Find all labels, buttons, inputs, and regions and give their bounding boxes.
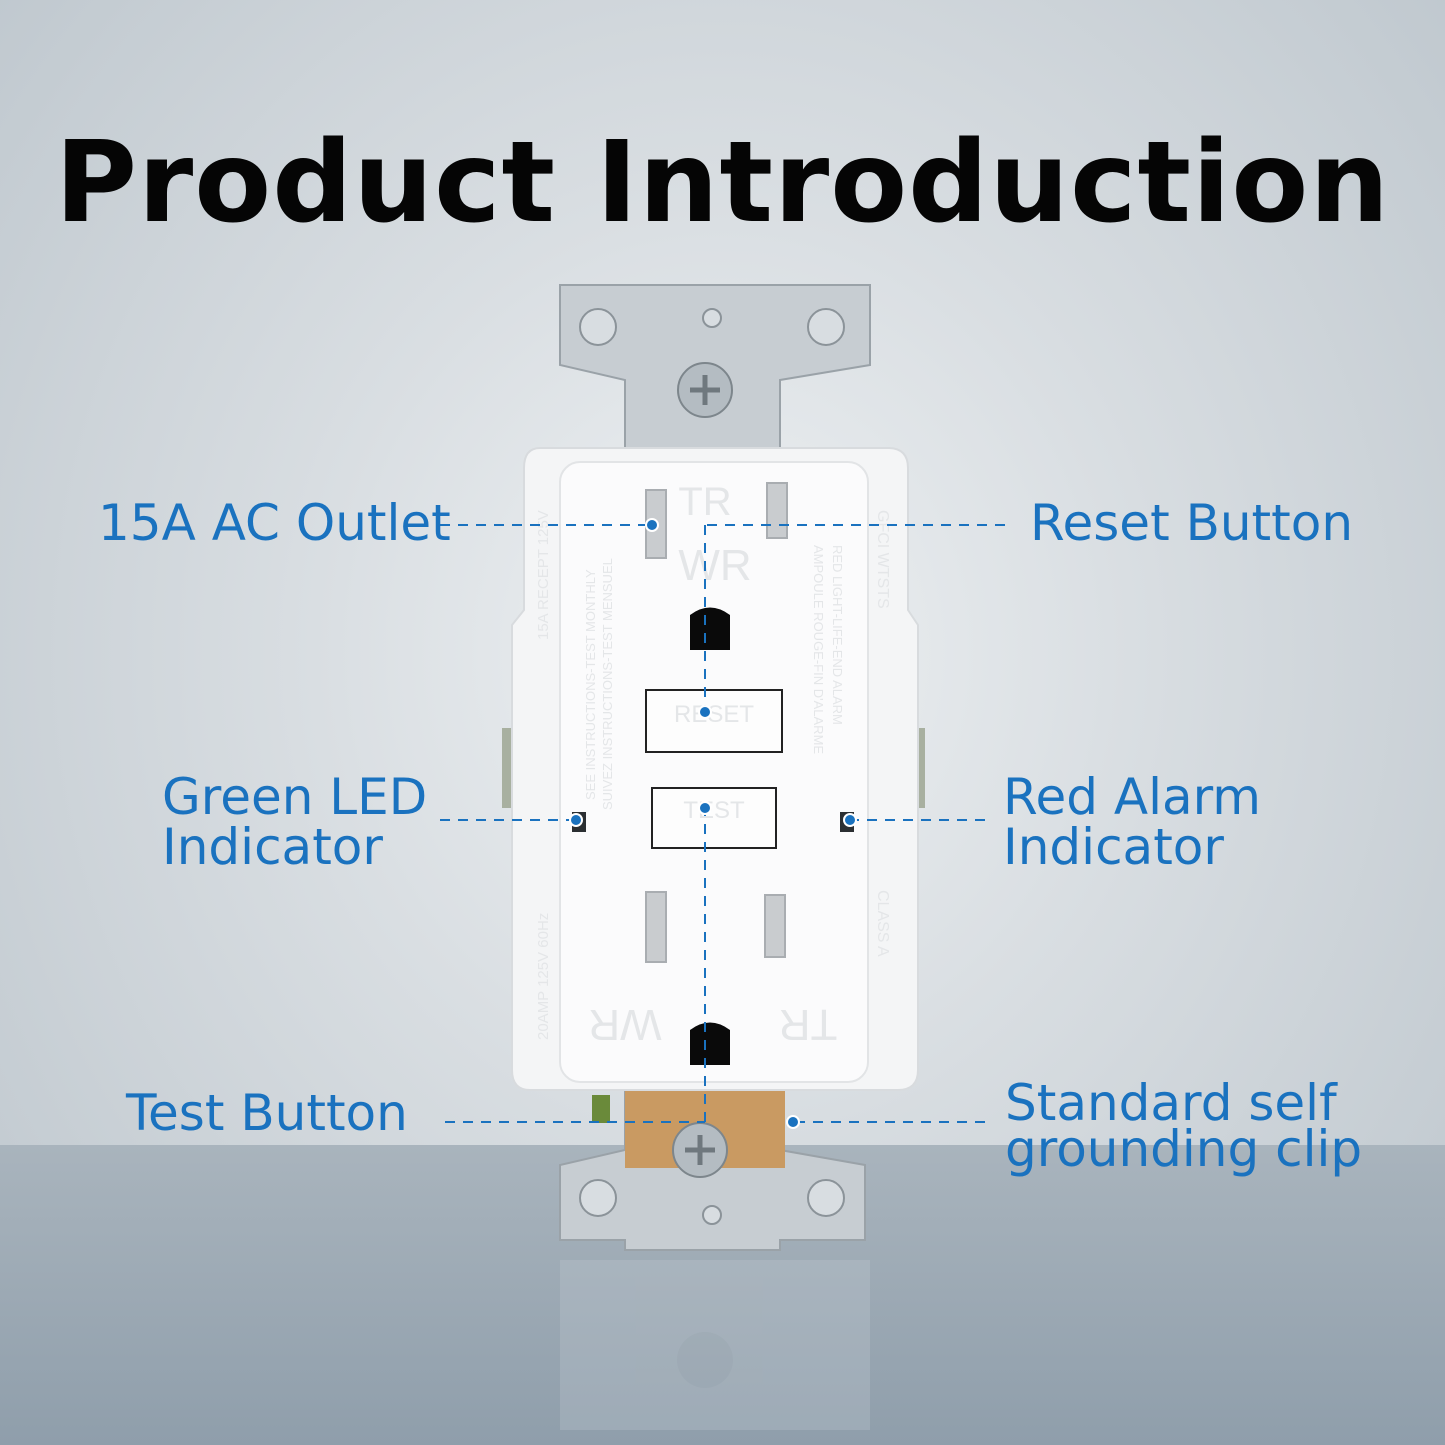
bottom-mounting-strap (559, 1079, 866, 1251)
test-button-marking: TEST (683, 797, 745, 824)
marking-tr-top: TR (678, 480, 731, 524)
marking-right-inner-fr: AMPOULE ROUGE-FIN D'ALARME (811, 545, 826, 754)
green-led-dot (569, 813, 583, 827)
label-green-led-line1: Green LED (162, 768, 428, 826)
clip-dot (786, 1115, 800, 1129)
outlet-reflection (560, 1260, 870, 1430)
top-mounting-strap (559, 284, 871, 451)
red-alarm-dot (843, 813, 857, 827)
label-reset-button: Reset Button (1030, 494, 1354, 552)
marking-wr-top: WR (678, 541, 751, 590)
reset-button-marking: RESET (674, 701, 754, 728)
marking-left-inner: SEE INSTRUCTIONS-TEST MONTHLY (583, 569, 598, 800)
label-grounding-clip-line2: grounding clip (1005, 1120, 1363, 1178)
page-title: Product Introduction (54, 118, 1391, 248)
marking-right-inner: RED LIGHT-LIFE-END ALARM (830, 545, 845, 725)
reset-dot (698, 705, 712, 719)
label-15a-ac-outlet: 15A AC Outlet (98, 494, 451, 552)
marking-left-edge-2: 20AMP 125V 60Hz (535, 913, 552, 1040)
marking-right-edge-2: CLASS A (874, 890, 891, 957)
test-button[interactable] (651, 787, 777, 849)
callout-dots (569, 518, 857, 1129)
label-red-alarm-line1: Red Alarm (1003, 768, 1262, 826)
marking-right-edge-1: GFCI WTSTS (874, 510, 891, 609)
label-green-led-line2: Indicator (162, 818, 383, 876)
outlet-dot (645, 518, 659, 532)
label-test-button: Test Button (126, 1084, 408, 1142)
marking-wr-bottom: WR (588, 1000, 661, 1049)
outlet-face (559, 461, 869, 1083)
marking-left-edge-1: 15A RECEPT 125V (535, 510, 552, 640)
reset-button[interactable] (645, 689, 783, 753)
marking-left-inner-fr: SUIVEZ INSTRUCTIONS-TEST MENSUEL (600, 558, 615, 810)
test-dot (698, 801, 712, 815)
marking-tr-bottom: TR (779, 1000, 838, 1049)
label-red-alarm-line2: Indicator (1003, 818, 1224, 876)
lower-receptacle (645, 891, 786, 1065)
callout-lines (440, 524, 1005, 1123)
label-grounding-clip-line1: Standard self (1005, 1074, 1337, 1132)
